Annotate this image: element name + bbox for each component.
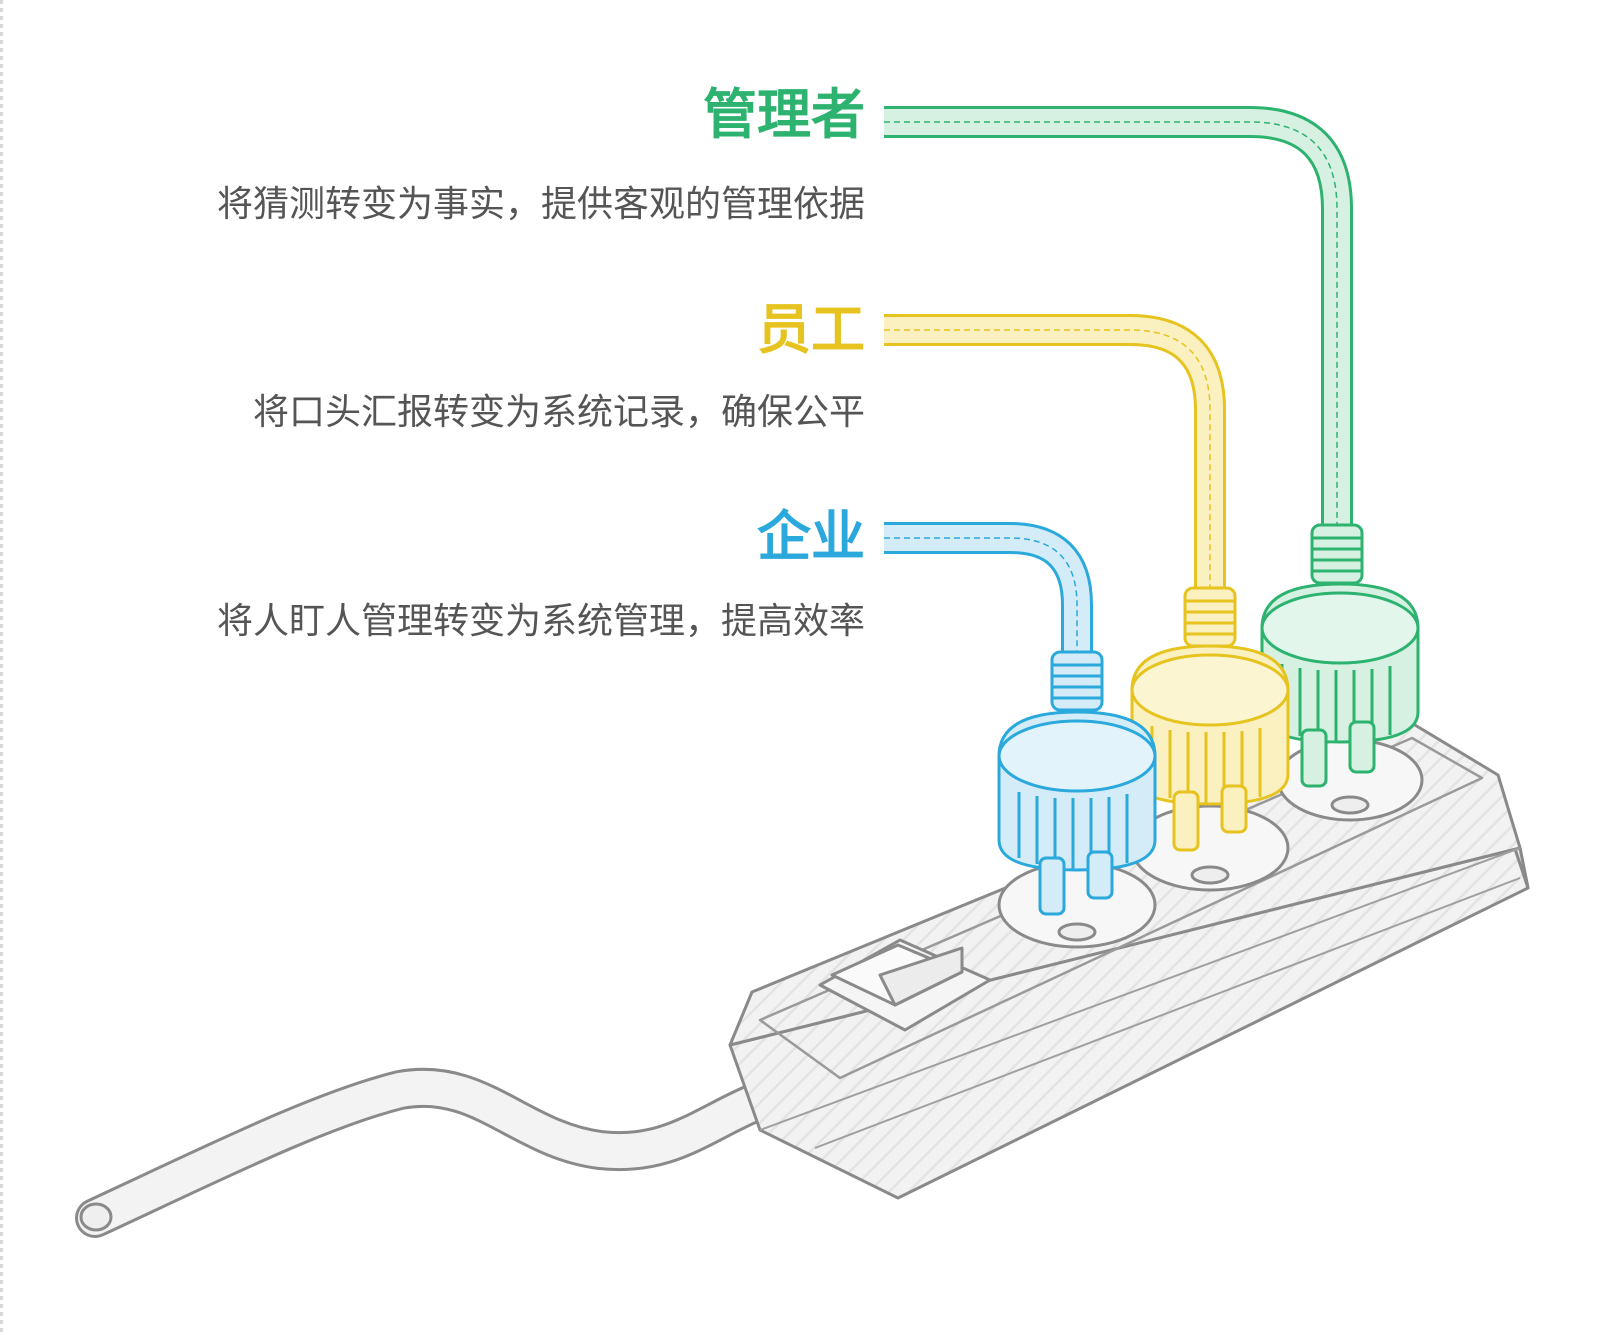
- power-cord: [75, 1060, 838, 1238]
- enterprise-plug: [884, 522, 1157, 916]
- employees-plug: [884, 314, 1290, 852]
- managers-description: 将猜测转变为事实，提供客观的管理依据: [216, 184, 865, 225]
- power-switch: [818, 938, 992, 1032]
- socket-2: [1130, 804, 1290, 892]
- socket-1: [997, 861, 1157, 949]
- enterprise-description: 将人盯人管理转变为系统管理，提高效率: [216, 601, 865, 642]
- managers-title: 管理者: [703, 83, 865, 146]
- power-strip: [728, 720, 1530, 1200]
- enterprise-title: 企业: [757, 505, 865, 568]
- page-left-border: [0, 0, 3, 1335]
- employees-description: 将口头汇报转变为系统记录，确保公平: [252, 392, 865, 433]
- managers-plug: [884, 106, 1420, 788]
- employees-title: 员工: [757, 298, 865, 361]
